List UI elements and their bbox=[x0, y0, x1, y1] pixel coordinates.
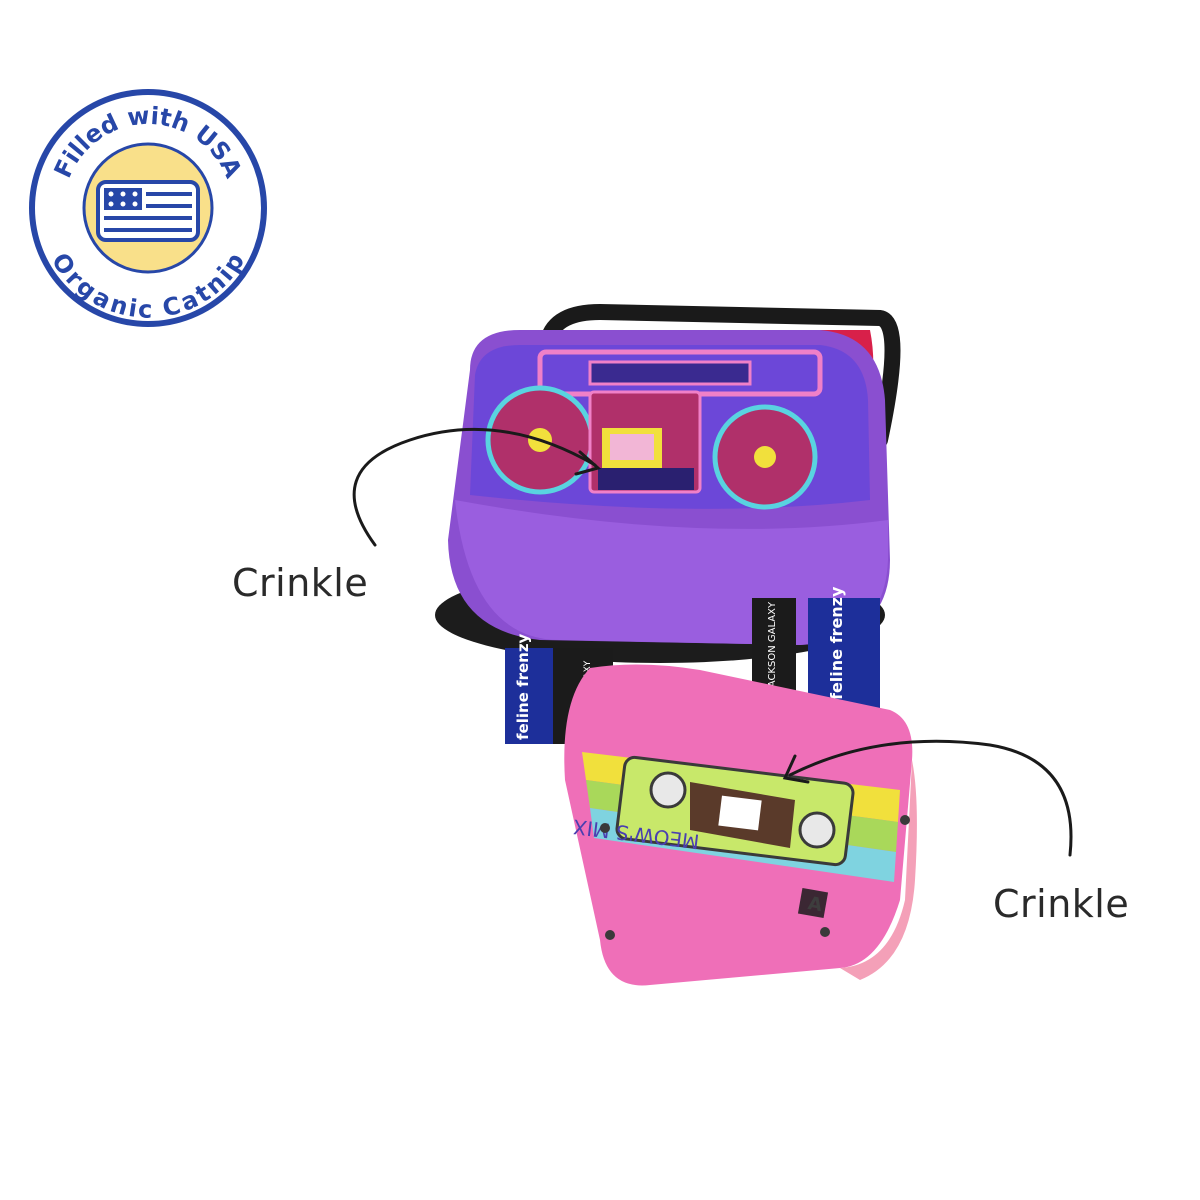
flag-icon bbox=[96, 180, 200, 242]
boombox-tag-maker: JACKSON GALAXY bbox=[767, 601, 778, 691]
cassette-callout-arrow bbox=[782, 739, 1073, 857]
crinkle-label-boombox: Crinkle bbox=[232, 561, 369, 605]
catnip-badge: Filled with USA Organic Catnip bbox=[29, 89, 267, 327]
boombox-toy: JACKSON GALAXY feline frenzy bbox=[435, 303, 901, 710]
cassette-toy: feline frenzy JACKSON GALAXY MEOW'S MIX … bbox=[505, 633, 917, 986]
cassette-tag-brand: feline frenzy bbox=[514, 633, 532, 740]
crinkle-label-cassette: Crinkle bbox=[993, 882, 1130, 926]
boombox-callout-arrow bbox=[352, 427, 602, 547]
boombox-tag-brand: feline frenzy bbox=[827, 586, 846, 700]
